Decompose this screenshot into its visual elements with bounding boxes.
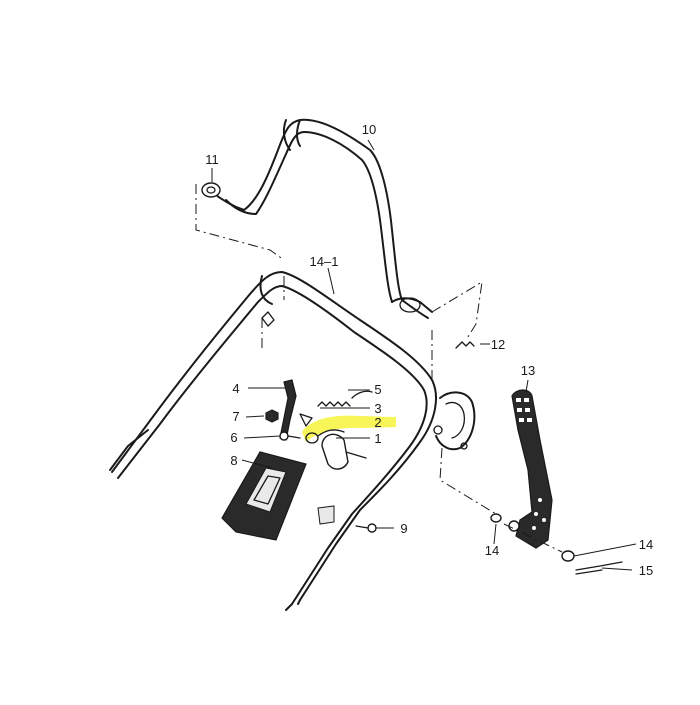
callout-4: 4	[232, 381, 239, 396]
part-1-cam	[321, 433, 367, 470]
part-14-washer-left	[490, 513, 502, 523]
callout-2: 2	[374, 415, 381, 430]
part-13-pedal	[508, 389, 553, 549]
callout-7: 7	[232, 409, 239, 424]
part-9-screw	[355, 523, 377, 533]
upper-handle	[211, 118, 433, 319]
part-11-bushing	[201, 182, 221, 198]
callout-14-right: 14	[639, 537, 653, 552]
part-7-nut	[265, 409, 279, 423]
leader-lines	[211, 139, 637, 571]
part-4-lever	[279, 379, 297, 441]
callout-14-1: 14–1	[310, 254, 339, 269]
part-8-grip-cover	[221, 451, 335, 541]
lower-handle	[109, 271, 437, 611]
part-14-washer-right	[561, 550, 575, 562]
callout-13: 13	[521, 363, 535, 378]
part-5-spring	[317, 390, 373, 407]
assembly-lines	[195, 184, 563, 553]
callout-8: 8	[230, 453, 237, 468]
callout-10: 10	[362, 122, 376, 137]
callout-5: 5	[374, 382, 381, 397]
callout-15: 15	[639, 563, 653, 578]
callout-9: 9	[400, 521, 407, 536]
part-6-bolt	[279, 431, 301, 441]
highlight-marker	[302, 415, 396, 442]
callout-11: 11	[205, 152, 219, 167]
callout-12: 12	[491, 337, 505, 352]
callout-1: 1	[374, 431, 381, 446]
part-2-spring	[305, 429, 345, 444]
part-15-pin	[575, 561, 623, 575]
callout-3: 3	[374, 401, 381, 416]
part-12-spring	[455, 341, 475, 349]
callout-6: 6	[230, 430, 237, 445]
callout-14-left: 14	[485, 543, 499, 558]
part-3-clip	[299, 413, 313, 427]
handle-bracket	[433, 391, 476, 451]
